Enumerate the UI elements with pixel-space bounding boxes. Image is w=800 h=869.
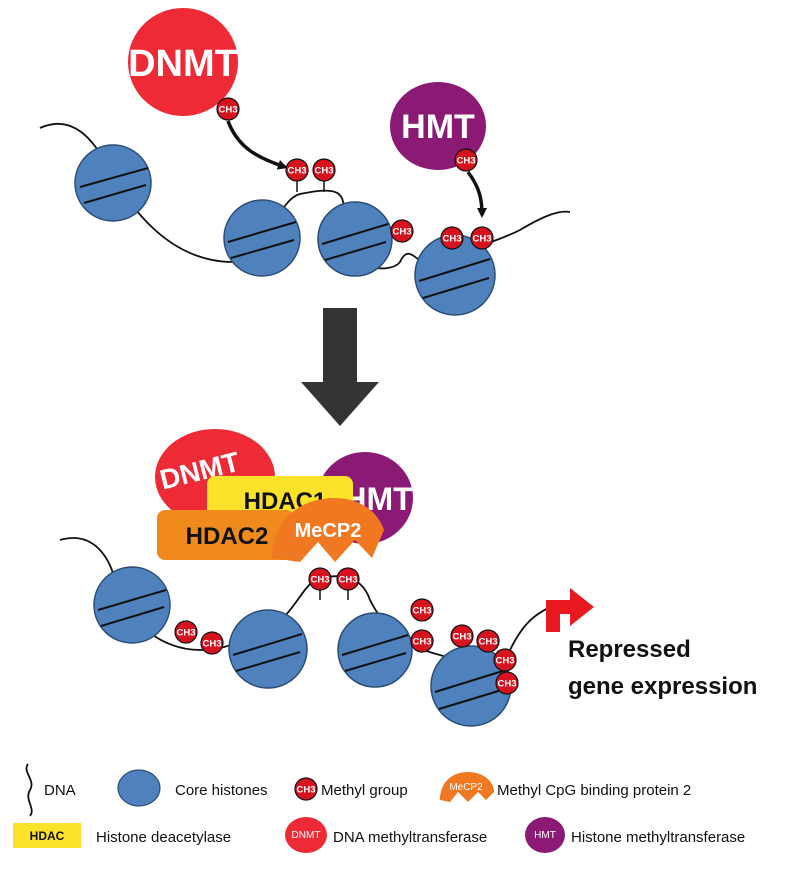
svg-text:CH3: CH3 — [392, 227, 411, 238]
svg-text:HDAC: HDAC — [30, 829, 65, 843]
repressed-line-2: gene expression — [568, 673, 757, 700]
transcription-start-arrow — [546, 588, 594, 632]
svg-text:CH3: CH3 — [287, 166, 306, 177]
top-methyl-histone-4b: CH3 — [470, 226, 494, 250]
repressed-line-1: Repressed — [568, 636, 691, 663]
top-histone-3 — [317, 201, 393, 277]
legend: DNA Core histones CH3 Methyl group MeCP2… — [13, 763, 745, 853]
top-hmt-enzyme: HMT — [390, 82, 486, 170]
legend-mecp2-icon: MeCP2 — [440, 772, 494, 802]
svg-text:CH3: CH3 — [176, 628, 195, 639]
legend-methyl-icon: CH3 — [294, 777, 318, 801]
svg-text:CH3: CH3 — [456, 156, 475, 167]
svg-text:CH3: CH3 — [497, 679, 516, 690]
top-methyl-dna-2: CH3 — [312, 158, 336, 182]
top-methyl-on-dnmt: CH3 — [216, 97, 240, 121]
svg-text:HMT: HMT — [534, 830, 556, 841]
legend-dna-icon — [25, 763, 33, 817]
bottom-methyl-h4b: CH3 — [476, 629, 500, 653]
top-methyl-dna-1: CH3 — [285, 158, 309, 182]
svg-text:CH3: CH3 — [412, 637, 431, 648]
transition-arrow — [301, 308, 379, 426]
legend-dna-text: DNA — [44, 782, 76, 799]
top-panel: DNMT HMT CH3 CH3 CH3 CH3 — [39, 8, 571, 316]
bottom-histone-2 — [228, 609, 308, 689]
top-histone-4 — [414, 234, 496, 316]
top-methyl-histone-3: CH3 — [390, 219, 414, 243]
bottom-methyl-dna-2: CH3 — [336, 567, 360, 591]
svg-text:CH3: CH3 — [478, 637, 497, 648]
legend-dnmt-text: DNA methyltransferase — [333, 829, 487, 846]
legend-hmt-icon: HMT — [525, 817, 565, 853]
legend-histone-icon — [117, 769, 161, 807]
legend-mecp2-text: Methyl CpG binding protein 2 — [497, 782, 691, 799]
svg-text:CH3: CH3 — [412, 606, 431, 617]
top-histone-2 — [223, 199, 301, 277]
top-methyl-on-hmt: CH3 — [454, 148, 478, 172]
top-dnmt-enzyme: DNMT — [128, 8, 238, 116]
svg-text:MeCP2: MeCP2 — [449, 782, 483, 793]
svg-text:DNMT: DNMT — [292, 830, 321, 841]
bottom-methyl-h4c: CH3 — [493, 648, 517, 672]
legend-methyl-group-text: Methyl group — [321, 782, 408, 799]
bottom-methyl-h3b: CH3 — [410, 629, 434, 653]
top-histone-1 — [74, 144, 152, 222]
top-hmt-transfer-arrow — [466, 170, 487, 218]
svg-text:CH3: CH3 — [218, 105, 237, 116]
svg-text:CH3: CH3 — [310, 575, 329, 586]
svg-text:CH3: CH3 — [442, 234, 461, 245]
bottom-hdac2-label: HDAC2 — [186, 523, 269, 550]
bottom-mecp2: MeCP2 — [272, 498, 384, 562]
legend-hmt-text: Histone methyltransferase — [571, 829, 745, 846]
bottom-methyl-h4a: CH3 — [450, 624, 474, 648]
svg-text:CH3: CH3 — [495, 656, 514, 667]
bottom-histone-1 — [93, 566, 171, 644]
legend-hdac-text: Histone deacetylase — [96, 829, 231, 846]
svg-text:CH3: CH3 — [296, 785, 315, 796]
bottom-panel: HMT DNMT HDAC1 HDAC2 MeCP2 CH3 CH3 — [59, 429, 757, 727]
legend-dnmt-icon: DNMT — [285, 817, 327, 853]
bottom-methyl-h3a: CH3 — [410, 598, 434, 622]
bottom-mecp2-label: MeCP2 — [295, 520, 362, 542]
top-dnmt-label: DNMT — [128, 43, 238, 85]
top-dnmt-transfer-arrow — [226, 120, 288, 170]
svg-text:CH3: CH3 — [338, 575, 357, 586]
svg-text:CH3: CH3 — [452, 632, 471, 643]
bottom-methyl-dna-1: CH3 — [308, 567, 332, 591]
svg-text:CH3: CH3 — [314, 166, 333, 177]
bottom-hdac2: HDAC2 — [157, 510, 294, 560]
bottom-methyl-h1a: CH3 — [174, 620, 198, 644]
svg-text:CH3: CH3 — [202, 639, 221, 650]
top-methyl-histone-4a: CH3 — [440, 226, 464, 250]
legend-hdac-icon: HDAC — [13, 823, 81, 848]
top-hmt-label: HMT — [401, 108, 475, 146]
legend-core-histones-text: Core histones — [175, 782, 268, 799]
bottom-methyl-h4d: CH3 — [495, 671, 519, 695]
bottom-methyl-h1b: CH3 — [200, 631, 224, 655]
svg-text:CH3: CH3 — [472, 234, 491, 245]
bottom-histone-3 — [337, 612, 413, 688]
